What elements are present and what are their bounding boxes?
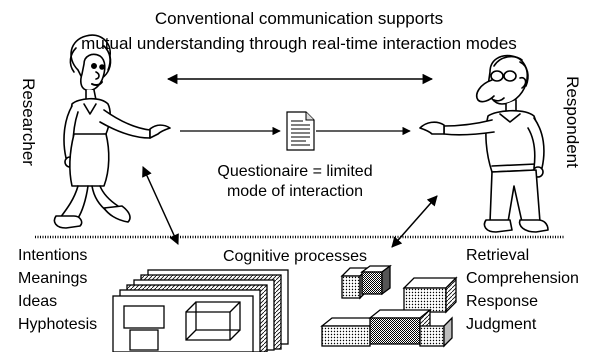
researcher-item: Hyphotesis (18, 316, 98, 333)
respondent-item: Judgment (466, 316, 537, 333)
respondent-figure (419, 54, 549, 233)
respondent-cognition-arrow (391, 195, 438, 248)
respondent-label: Respondent (563, 76, 582, 168)
respondent-blocks (320, 264, 458, 348)
questionnaire-label-line-2: mode of interaction (226, 183, 364, 200)
researcher-item: Ideas (18, 293, 58, 310)
questionnaire-label-line-1: Questionaire = limited (217, 163, 373, 180)
document-icon (286, 111, 315, 151)
title-line-2: mutual understanding through real-time i… (81, 34, 517, 53)
researcher-figure (53, 34, 171, 229)
researcher-label: Researcher (19, 78, 38, 166)
researcher-item: Meanings (18, 270, 88, 287)
researcher-cognition-arrow (142, 166, 179, 245)
title-line-1: Conventional communication supports (154, 9, 444, 28)
cognitive-processes-label: Cognitive processes (222, 248, 368, 265)
respondent-item: Comprehension (466, 270, 579, 287)
respondent-item: Response (466, 293, 539, 310)
researcher-item: Intentions (18, 247, 88, 264)
respondent-item: Retrieval (466, 247, 530, 264)
researcher-pages-stack (112, 269, 289, 352)
